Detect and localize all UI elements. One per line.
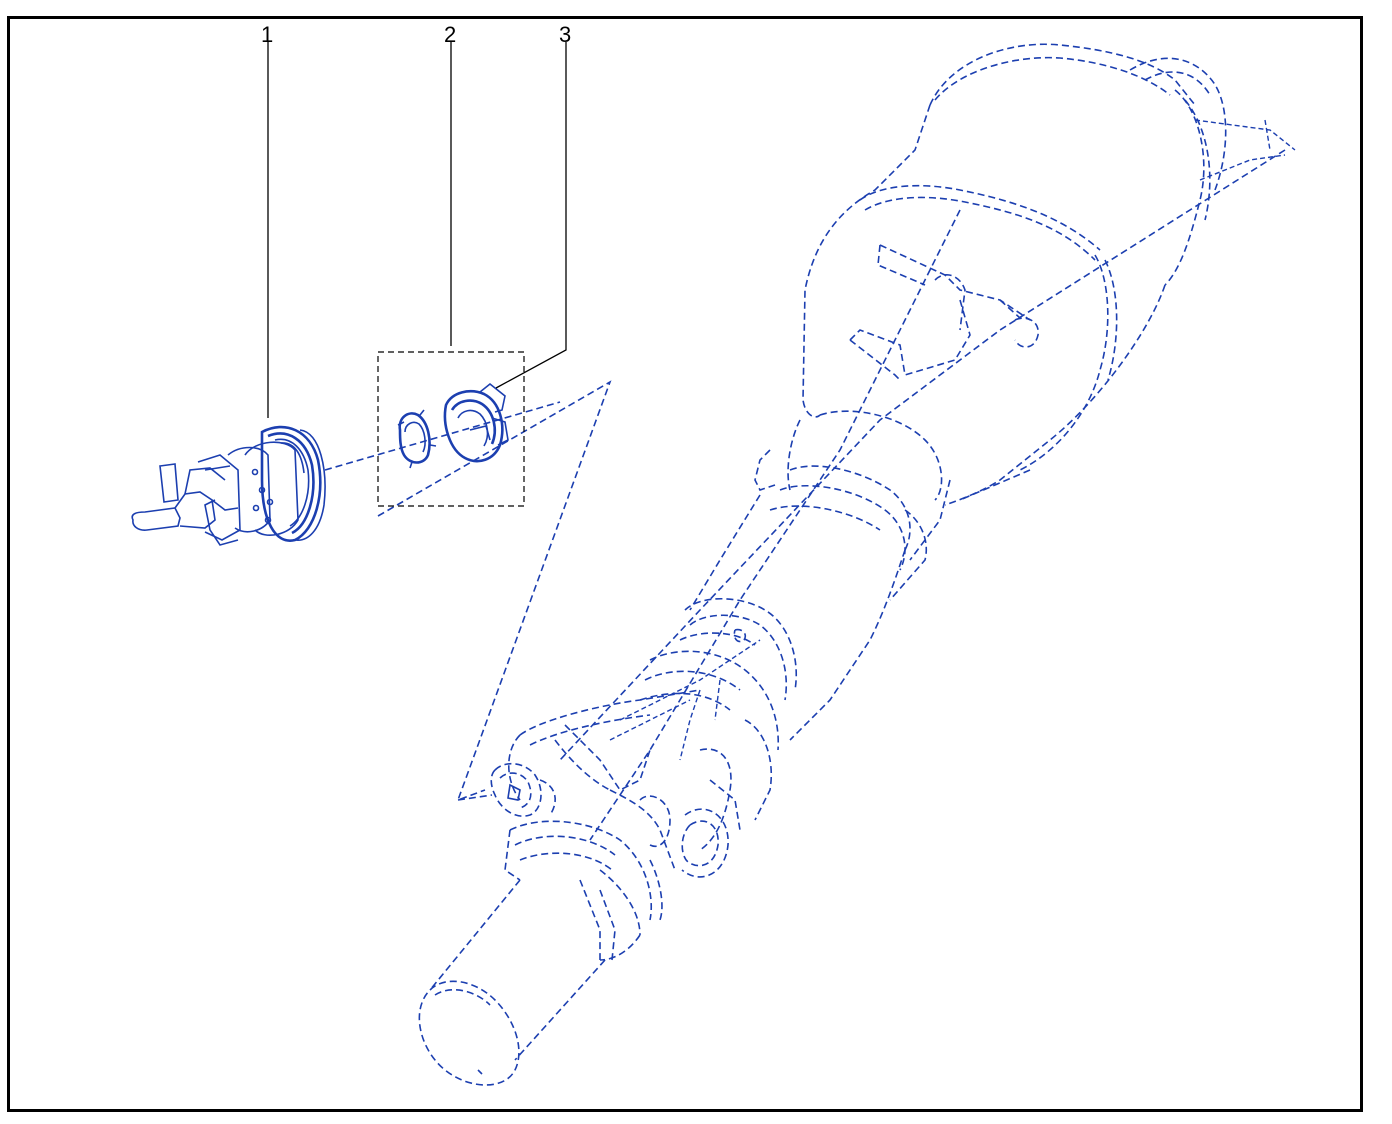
callout-1: 1	[261, 22, 274, 47]
steering-column-housing	[418, 43, 1296, 1086]
diagram-frame	[7, 16, 1363, 1112]
leader-line-3	[495, 42, 567, 389]
part-1-hub-assembly	[131, 425, 326, 546]
projection-lines	[377, 380, 612, 802]
leader-lines	[267, 42, 567, 418]
callout-3: 3	[559, 22, 572, 47]
part-2-detail-box	[377, 351, 525, 507]
part-3-bearing-collar	[443, 382, 509, 463]
column-centerline	[559, 149, 1286, 841]
part-2-snap-ring	[397, 409, 437, 469]
callout-2: 2	[444, 22, 457, 47]
assembly-axis-line	[324, 401, 561, 471]
